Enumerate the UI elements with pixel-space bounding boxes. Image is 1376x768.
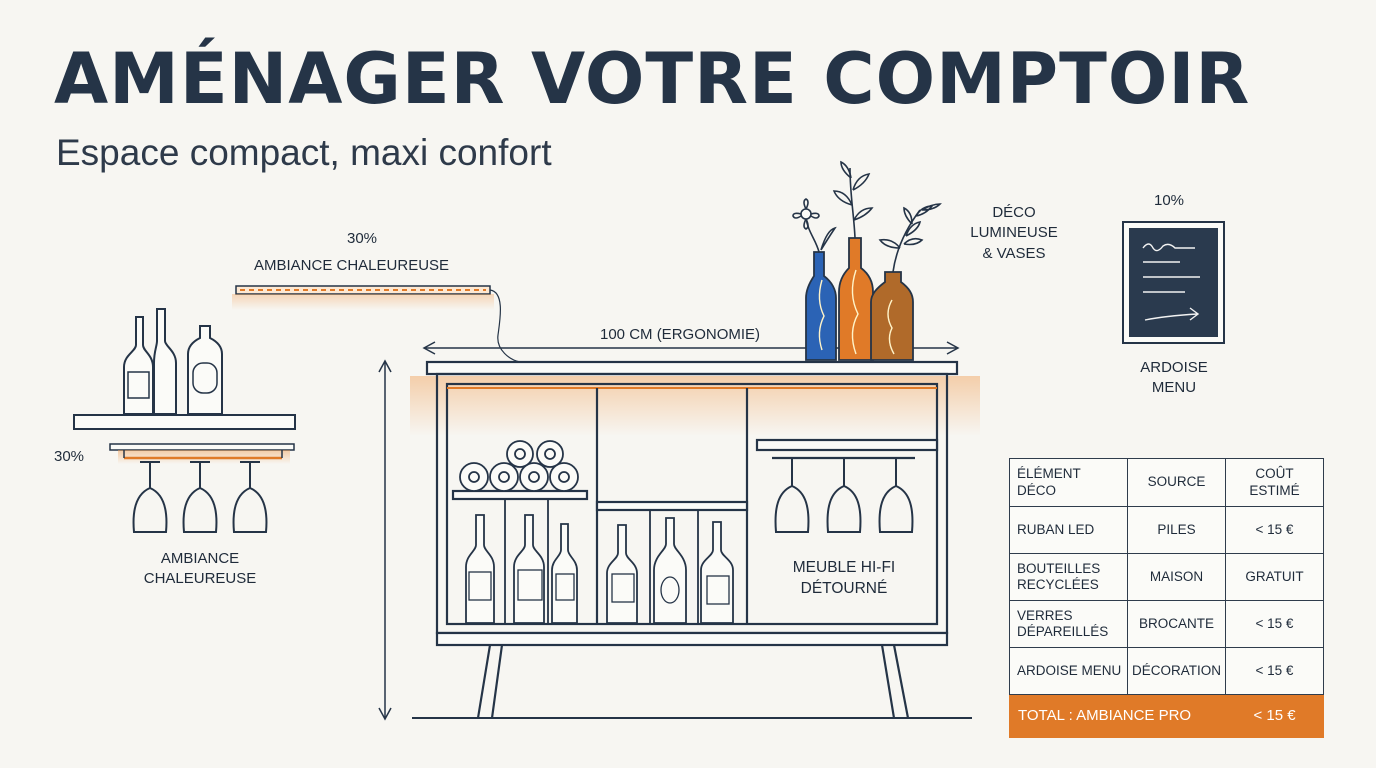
table-cell: < 15 € [1225, 600, 1324, 648]
width-dimension-label: 100 CM (ERGONOMIE) [600, 326, 761, 343]
ardoise-percent: 10% [1154, 192, 1185, 209]
led-strip-top [232, 285, 521, 363]
table-row: ARDOISE MENU DÉCORATION < 15 € [1009, 647, 1324, 695]
column-header: SOURCE [1127, 458, 1226, 507]
meuble-hifi-label: MEUBLE HI-FI DÉTOURNÉ [792, 559, 896, 597]
table-row: BOUTEILLES RECYCLÉES MAISON GRATUIT [1009, 553, 1324, 601]
table-cell: ARDOISE MENU [1009, 647, 1128, 695]
table-cell: BROCANTE [1127, 600, 1226, 648]
hifi-cabinet [425, 360, 959, 719]
table-header-row: ÉLÉMENT DÉCO SOURCE COÛT ESTIMÉ [1009, 458, 1324, 507]
table-cell: BOUTEILLES RECYCLÉES [1009, 553, 1128, 601]
table-cell: VERRES DÉPAREILLÉS [1009, 600, 1128, 648]
column-header: ÉLÉMENT DÉCO [1009, 458, 1128, 507]
table-total-row: TOTAL : AMBIANCE PRO < 15 € [1009, 694, 1324, 738]
ambiance-top-percent: 30% [347, 230, 378, 247]
cost-table: ÉLÉMENT DÉCO SOURCE COÛT ESTIMÉ RUBAN LE… [1009, 458, 1324, 738]
shelf-percent: 30% [54, 448, 85, 465]
shelf-bottles [123, 308, 223, 415]
deco-lumineuse-label: DÉCO LUMINEUSE & VASES [970, 204, 1058, 262]
hanging-glasses-cabinet [774, 457, 914, 533]
ardoise-menu-board [1122, 221, 1225, 344]
table-cell: < 15 € [1225, 647, 1324, 695]
column-header: COÛT ESTIMÉ [1225, 458, 1324, 507]
table-cell: GRATUIT [1225, 553, 1324, 601]
cabinet-led-glow [410, 376, 980, 436]
cabinet-bottles [465, 499, 734, 624]
table-cell: < 15 € [1225, 506, 1324, 554]
table-cell: PILES [1127, 506, 1226, 554]
ambiance-top-label: AMBIANCE CHALEUREUSE [254, 257, 450, 274]
table-cell: RUBAN LED [1009, 506, 1128, 554]
deco-vases [805, 237, 914, 361]
height-dimension-arrow [378, 359, 392, 721]
glass-rack-left [109, 443, 295, 464]
wall-shelf [73, 414, 296, 430]
ambiance-left-label: AMBIANCE CHALEUREUSE [143, 550, 257, 588]
table-row: VERRES DÉPAREILLÉS BROCANTE < 15 € [1009, 600, 1324, 648]
total-value: < 15 € [1225, 694, 1324, 738]
hanging-glasses-left [132, 461, 268, 533]
page-subtitle: Espace compact, maxi confort [56, 132, 552, 173]
rolled-towels [459, 440, 579, 492]
table-row: RUBAN LED PILES < 15 € [1009, 506, 1324, 554]
plant-stems [792, 160, 942, 273]
page-title: AMÉNAGER VOTRE COMPTOIR [54, 38, 1251, 120]
table-cell: DÉCORATION [1127, 647, 1226, 695]
ardoise-menu-label: ARDOISE MENU [1140, 359, 1208, 397]
table-cell: MAISON [1127, 553, 1226, 601]
total-label: TOTAL : AMBIANCE PRO [1009, 694, 1226, 738]
